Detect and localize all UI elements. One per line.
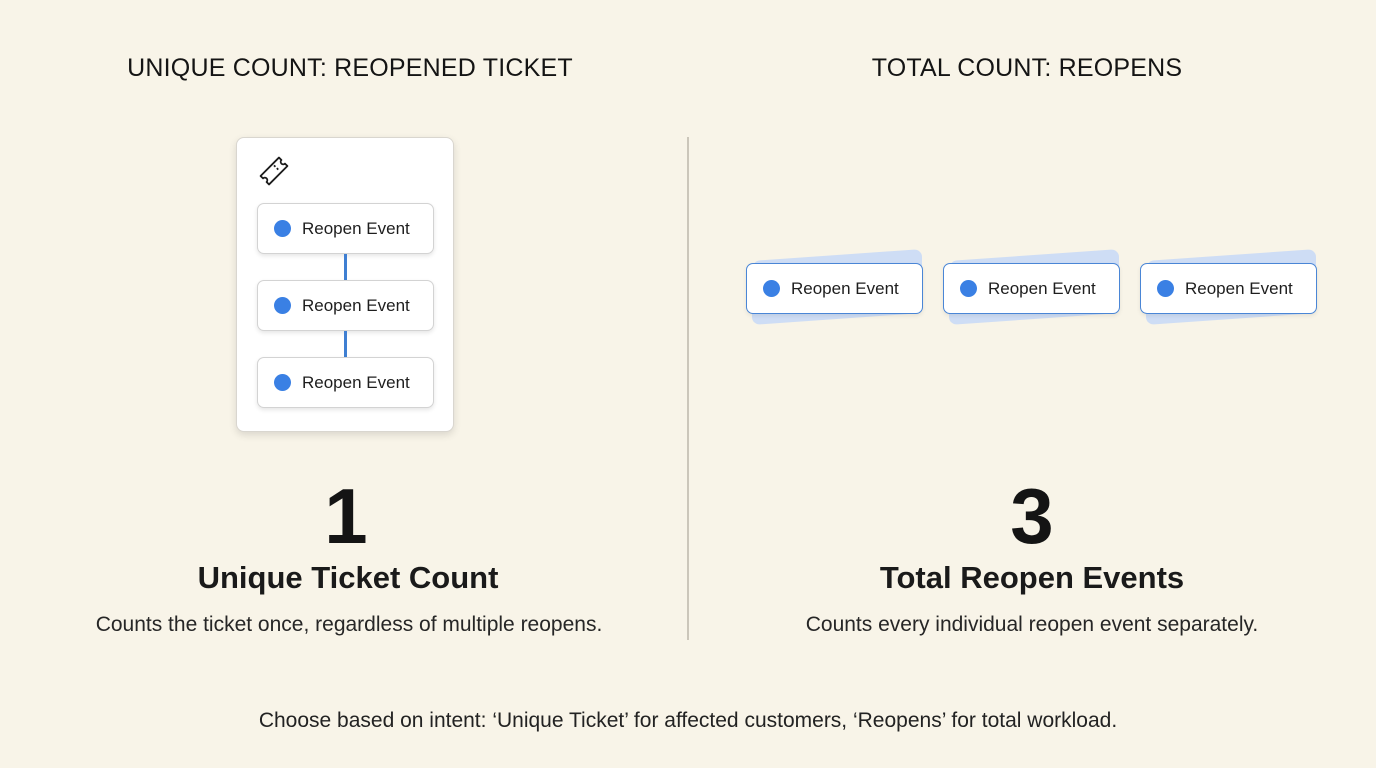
event-connector	[344, 331, 347, 359]
event-dot-icon	[274, 374, 291, 391]
event-label: Reopen Event	[302, 295, 410, 315]
total-count-title: TOTAL COUNT: REOPENS	[871, 54, 1183, 82]
event-dot-icon	[274, 220, 291, 237]
event-label: Reopen Event	[302, 372, 410, 392]
ticket-reopen-event-3: Reopen Event	[257, 357, 434, 408]
unique-count-number: 1	[324, 472, 368, 560]
event-dot-icon	[763, 280, 780, 297]
event-label: Reopen Event	[791, 278, 899, 298]
reopen-event-2: Reopen Event	[943, 249, 1123, 326]
total-count-number: 3	[1010, 472, 1054, 560]
total-count-description: Counts every individual reopen event sep…	[805, 613, 1259, 636]
column-divider	[687, 137, 689, 640]
unique-count-description: Counts the ticket once, regardless of mu…	[95, 613, 603, 636]
unique-count-title: UNIQUE COUNT: REOPENED TICKET	[127, 54, 573, 82]
event-label: Reopen Event	[988, 278, 1096, 298]
event-dot-icon	[960, 280, 977, 297]
reopen-event-pill: Reopen Event	[746, 263, 923, 314]
event-label: Reopen Event	[1185, 278, 1293, 298]
event-label: Reopen Event	[302, 218, 410, 238]
event-dot-icon	[274, 297, 291, 314]
ticket-reopen-event-1: Reopen Event	[257, 203, 434, 254]
ticket-card: Reopen Event Reopen Event Reopen Event	[236, 137, 454, 432]
ticket-reopen-event-2: Reopen Event	[257, 280, 434, 331]
footer-note: Choose based on intent: ‘Unique Ticket’ …	[258, 709, 1118, 732]
event-connector	[344, 254, 347, 282]
reopen-event-pill: Reopen Event	[1140, 263, 1317, 314]
reopen-event-1: Reopen Event	[746, 249, 926, 326]
unique-count-label: Unique Ticket Count	[197, 560, 499, 595]
event-dot-icon	[1157, 280, 1174, 297]
reopen-event-pill: Reopen Event	[943, 263, 1120, 314]
ticket-icon	[259, 156, 289, 186]
reopen-event-3: Reopen Event	[1140, 249, 1320, 326]
total-count-label: Total Reopen Events	[879, 560, 1185, 595]
